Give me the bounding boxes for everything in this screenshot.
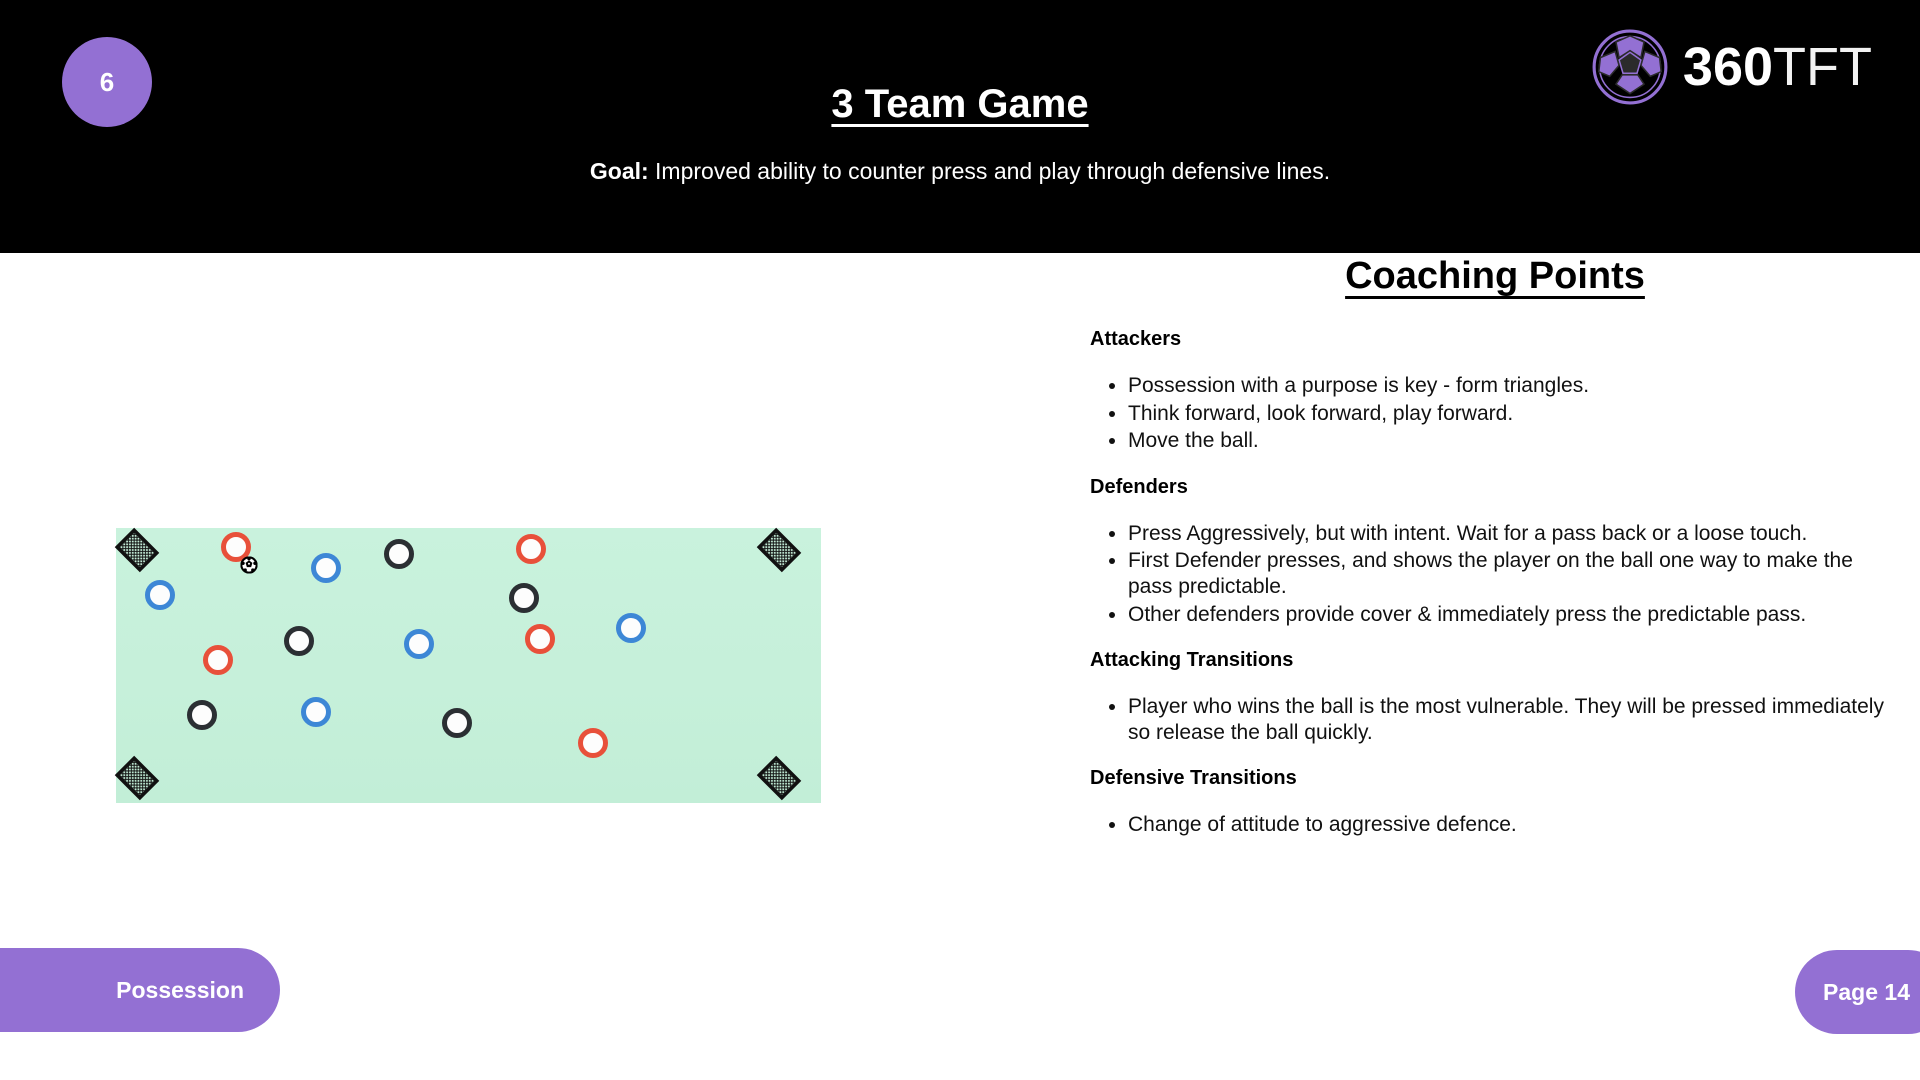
coaching-sections: AttackersPossession with a purpose is ke… bbox=[1090, 328, 1900, 838]
category-pill-label: Possession bbox=[116, 976, 244, 1003]
page-pill: Page 14 bbox=[1795, 950, 1920, 1034]
coaching-points-title: Coaching Points bbox=[1345, 255, 1645, 297]
player-marker-blue bbox=[145, 580, 176, 611]
goal-bottom-left bbox=[114, 755, 160, 801]
pitch-surface bbox=[114, 527, 821, 803]
goal-top-left bbox=[114, 527, 160, 573]
player-marker-blue bbox=[616, 613, 647, 644]
coaching-section: Attacking TransitionsPlayer who wins the… bbox=[1090, 649, 1900, 745]
page-pill-label: Page 14 bbox=[1823, 978, 1910, 1005]
coaching-point-item: Change of attitude to aggressive defence… bbox=[1128, 812, 1900, 838]
coaching-point-item: Other defenders provide cover & immediat… bbox=[1128, 602, 1900, 628]
player-marker-red bbox=[220, 532, 251, 563]
pitch-diagram bbox=[114, 527, 821, 803]
coaching-section-heading: Defenders bbox=[1090, 475, 1188, 498]
coaching-point-item: Think forward, look forward, play forwar… bbox=[1128, 401, 1900, 427]
coaching-point-list: Press Aggressively, but with intent. Wai… bbox=[1128, 521, 1900, 627]
coaching-section-heading: Defensive Transitions bbox=[1090, 767, 1297, 790]
player-marker-red bbox=[525, 624, 556, 655]
coaching-point-item: Move the ball. bbox=[1128, 428, 1900, 454]
coaching-point-item: First Defender presses, and shows the pl… bbox=[1128, 548, 1900, 599]
player-marker-blue bbox=[300, 697, 331, 728]
coaching-point-item: Player who wins the ball is the most vul… bbox=[1128, 694, 1900, 745]
session-goal-text: Improved ability to counter press and pl… bbox=[655, 158, 1331, 184]
player-marker-black bbox=[509, 583, 540, 614]
soccer-ball-marker bbox=[239, 556, 258, 574]
brand-logo: 360TFT bbox=[1591, 28, 1872, 106]
page-title: 3 Team Game bbox=[831, 82, 1089, 126]
player-marker-black bbox=[442, 708, 473, 739]
coaching-point-item: Press Aggressively, but with intent. Wai… bbox=[1128, 521, 1900, 547]
brand-logo-tft: TFT bbox=[1773, 37, 1872, 97]
player-marker-red bbox=[515, 533, 546, 564]
brand-logo-text: 360TFT bbox=[1683, 40, 1872, 94]
coaching-section-heading: Attackers bbox=[1090, 328, 1182, 350]
coaching-point-list: Change of attitude to aggressive defence… bbox=[1128, 812, 1900, 838]
session-goal-label: Goal: bbox=[589, 158, 649, 184]
player-marker-black bbox=[284, 625, 315, 656]
player-marker-red bbox=[203, 645, 234, 675]
coaching-point-list: Player who wins the ball is the most vul… bbox=[1128, 694, 1900, 745]
page-number-badge-label: 6 bbox=[99, 66, 115, 97]
coaching-section: DefendersPress Aggressively, but with in… bbox=[1090, 476, 1900, 627]
soccer-ball-icon bbox=[1591, 28, 1669, 106]
goal-top-right bbox=[756, 527, 802, 573]
player-marker-black bbox=[187, 700, 217, 730]
brand-logo-360: 360 bbox=[1682, 37, 1774, 97]
session-goal: Goal: Improved ability to counter press … bbox=[0, 158, 1920, 185]
coaching-section: AttackersPossession with a purpose is ke… bbox=[1090, 328, 1900, 454]
category-pill: Possession bbox=[0, 948, 280, 1032]
player-marker-blue bbox=[404, 628, 435, 659]
coaching-points-panel: Coaching Points AttackersPossession with… bbox=[1090, 255, 1900, 842]
coaching-section-heading: Attacking Transitions bbox=[1090, 649, 1294, 672]
player-marker-blue bbox=[311, 552, 342, 583]
coaching-point-list: Possession with a purpose is key - form … bbox=[1128, 373, 1900, 454]
page-number-badge: 6 bbox=[62, 37, 152, 127]
player-marker-red bbox=[578, 727, 609, 758]
player-marker-black bbox=[384, 539, 415, 570]
goal-bottom-right bbox=[756, 755, 802, 801]
slide-header: 6 3 Team Game Goal: Improved ability to … bbox=[0, 0, 1920, 253]
coaching-point-item: Possession with a purpose is key - form … bbox=[1128, 373, 1900, 399]
coaching-section: Defensive TransitionsChange of attitude … bbox=[1090, 767, 1900, 838]
